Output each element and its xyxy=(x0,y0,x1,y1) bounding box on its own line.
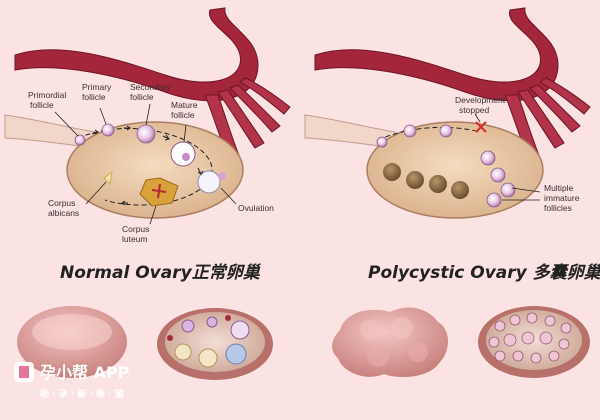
polycystic-ovary-3d xyxy=(332,307,448,378)
stop-x-mark xyxy=(475,121,487,133)
label-secondary-follicle: Secondary follicle xyxy=(130,82,173,102)
label-primary-follicle: Primary follicle xyxy=(82,82,114,102)
ovulation-follicle xyxy=(197,170,221,194)
label-ovulation: Ovulation xyxy=(238,203,274,213)
fimbriae-pcos xyxy=(504,77,591,161)
label-corpus-luteum: Corpus luteum xyxy=(122,224,152,244)
label-development-stopped: Development stopped xyxy=(455,95,507,115)
corpus-albicans xyxy=(103,171,113,185)
primary-follicle xyxy=(101,123,115,137)
label-mature-follicle: Mature follicle xyxy=(171,100,200,120)
label-multiple-immature-follicles: Multiple immature follicles xyxy=(544,183,582,213)
normal-ovary-illustration: Primordial follicle Primary follicle Sec… xyxy=(4,7,291,244)
brand-name: 孕小帮 APP xyxy=(40,363,130,382)
brand-tagline: 助 · 孕 · 新 · 希 · 望 xyxy=(40,388,124,400)
brand-watermark: 孕小帮 APP 助 · 孕 · 新 · 希 · 望 xyxy=(14,362,130,400)
corpus-luteum xyxy=(139,177,179,207)
label-corpus-albicans: Corpus albicans xyxy=(48,198,79,218)
polycystic-ovary-cross-section xyxy=(478,306,590,378)
normal-ovary-3d xyxy=(17,306,127,378)
immature-follicles xyxy=(480,150,516,208)
polycystic-ovary-body xyxy=(366,121,544,219)
secondary-follicle xyxy=(136,124,156,144)
normal-ovary-title: Normal Ovary正常卵巢 xyxy=(60,263,262,283)
fimbriae xyxy=(204,77,291,161)
cyst-row xyxy=(383,163,469,199)
normal-ovary-body xyxy=(66,121,244,219)
normal-leader-lines xyxy=(54,103,237,225)
brand-logo-icon xyxy=(14,362,34,382)
primordial-follicle xyxy=(74,134,86,146)
label-primordial-follicle: Primordial follicle xyxy=(28,90,69,110)
mature-follicle xyxy=(170,141,196,167)
polycystic-ovary-title: Polycystic Ovary 多囊卵巢 xyxy=(368,263,600,283)
normal-ovary-cross-section xyxy=(157,308,273,380)
fallopian-tube-pcos xyxy=(314,7,559,102)
polycystic-ovary-illustration: Development stopped Multiple immature fo… xyxy=(304,7,591,219)
